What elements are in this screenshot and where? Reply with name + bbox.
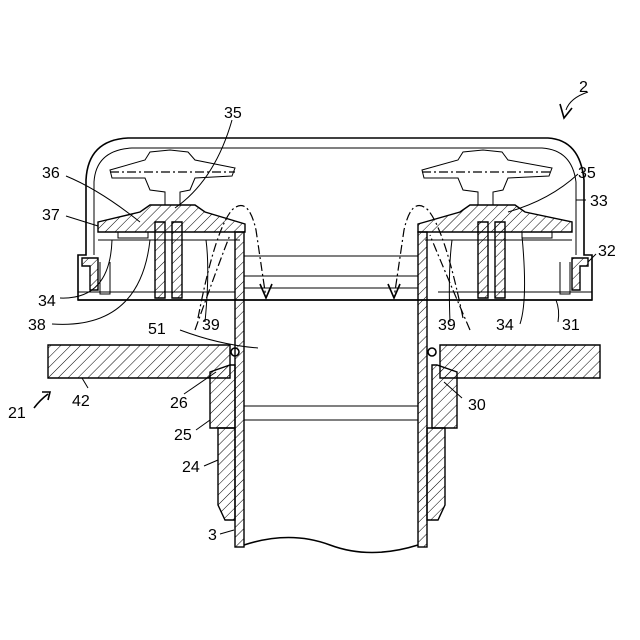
right-valve [418,205,572,298]
label-35-right: 35 [578,165,596,182]
label-32: 32 [598,243,616,260]
label-21: 21 [8,405,26,422]
label-36: 36 [42,165,60,182]
label-34-right: 34 [496,317,514,334]
label-35-left: 35 [224,105,242,122]
pipe-break [244,538,418,553]
label-39-right: 39 [438,317,456,334]
leader-lines [34,92,596,534]
floor-panel [48,345,600,378]
label-31: 31 [562,317,580,334]
label-42: 42 [72,393,90,410]
left-valve [98,205,245,298]
label-3: 3 [208,527,217,544]
label-38: 38 [28,317,46,334]
label-25: 25 [174,427,192,444]
label-33: 33 [590,193,608,210]
label-26: 26 [170,395,188,412]
label-37: 37 [42,207,60,224]
collar-right [427,365,457,520]
collar-left [210,365,235,520]
label-30: 30 [468,397,486,414]
right-valve-cap [422,150,552,205]
label-2: 2 [579,79,588,96]
label-51: 51 [148,321,166,338]
label-39-left: 39 [202,317,220,334]
seals [231,348,436,356]
label-24: 24 [182,459,200,476]
label-34-left: 34 [38,293,56,310]
left-valve-cap [110,150,235,205]
